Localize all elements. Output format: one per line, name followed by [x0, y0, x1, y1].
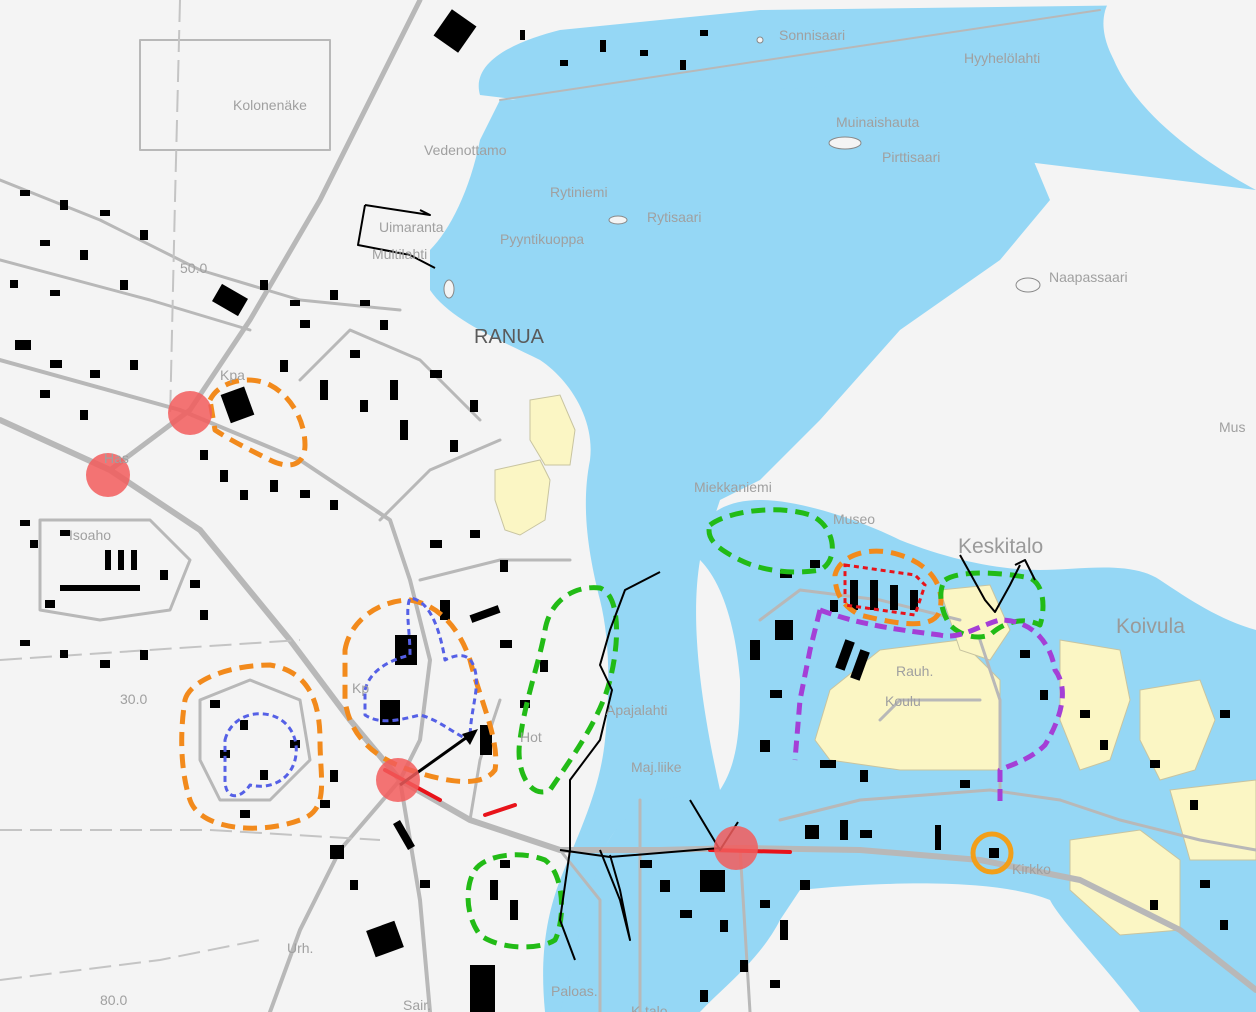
rytisaari-island	[608, 215, 628, 225]
label-paloas: Paloas.	[551, 983, 598, 999]
label-urh: Urh.	[287, 940, 313, 956]
boundary-lines	[0, 0, 381, 981]
label-koivula: Koivula	[1116, 615, 1185, 638]
muinaishauta-island	[828, 136, 862, 150]
junction-marker-east	[714, 826, 758, 870]
label-elev-80: 80.0	[100, 992, 127, 1008]
zone-green-keskitalo	[938, 570, 1046, 640]
label-koulu: Koulu	[885, 693, 921, 709]
lake-water	[478, 5, 1256, 1012]
junction-marker-kpa	[168, 391, 212, 435]
junction-markers	[86, 391, 758, 870]
label-isoaho: Isoaho	[69, 527, 111, 543]
zone-green-apajalahti	[516, 585, 619, 795]
label-rytisaari: Rytisaari	[647, 209, 701, 225]
label-multilahti: Multilahti	[372, 246, 427, 262]
blue-zones	[223, 596, 478, 798]
label-ktalo: K-talo	[631, 1003, 668, 1012]
junction-marker-has	[86, 453, 130, 497]
sonnisaari-island	[756, 36, 764, 44]
zone-green-south	[465, 852, 565, 950]
label-pirttisaari: Pirttisaari	[882, 149, 940, 165]
label-miekkaniemi: Miekkaniemi	[694, 479, 772, 495]
northeast-island	[1103, 0, 1256, 170]
zone-orange-west	[179, 662, 325, 831]
park-area	[939, 584, 1011, 661]
label-museo: Museo	[833, 511, 875, 527]
zone-orange-museo	[832, 548, 944, 627]
label-pyyntikuoppa: Pyyntikuoppa	[500, 231, 584, 247]
label-kirkko: Kirkko	[1012, 861, 1051, 877]
label-rytiniemi: Rytiniemi	[550, 184, 608, 200]
label-naapassaari: Naapassaari	[1049, 269, 1128, 285]
zone-blue-west	[223, 712, 298, 798]
label-apajalahti: Apajalahti	[606, 702, 668, 718]
strait-water	[430, 80, 1050, 1012]
label-elev-30: 30.0	[120, 691, 147, 707]
label-rauh: Rauh.	[896, 663, 933, 679]
map-labels: Sonnisaari Hyyhelölahti Muinaishauta Pir…	[69, 27, 1245, 1012]
small-island	[443, 279, 455, 299]
zone-red	[843, 563, 927, 617]
buildings	[10, 9, 1230, 1012]
black-line-markings	[357, 204, 1036, 961]
park-area	[529, 394, 576, 466]
label-keskitalo: Keskitalo	[958, 535, 1043, 558]
green-zones	[465, 507, 1046, 950]
label-uimaranta: Uimaranta	[379, 219, 444, 235]
naapassaari-island	[1015, 277, 1041, 293]
park-area	[1139, 679, 1216, 781]
label-mus: Mus	[1219, 419, 1245, 435]
park-area	[1059, 639, 1131, 771]
zone-blue-kp	[363, 596, 478, 742]
label-majliike: Maj.liike	[631, 759, 682, 775]
town-label: RANUA	[474, 326, 545, 348]
label-muinaishauta: Muinaishauta	[836, 114, 919, 130]
label-hyyhelolahti: Hyyhelölahti	[964, 50, 1040, 66]
label-vedenottamo: Vedenottamo	[424, 142, 507, 158]
label-sonnisaari: Sonnisaari	[779, 27, 845, 43]
label-kp: Kp	[352, 680, 369, 696]
park-area	[494, 459, 551, 536]
zone-orange-circle-kirkko	[970, 831, 1014, 875]
zone-purple	[792, 607, 1065, 805]
zone-orange-kpa	[207, 377, 308, 468]
label-sair: Sair.	[403, 997, 431, 1012]
junction-marker-center	[376, 758, 420, 802]
label-kolonenake: Kolonenäke	[233, 97, 307, 113]
label-kpa: Kpa	[220, 367, 245, 383]
label-has: Has	[104, 450, 129, 466]
label-hot: Hot	[520, 729, 542, 745]
label-elev-50: 50.0	[180, 260, 207, 276]
